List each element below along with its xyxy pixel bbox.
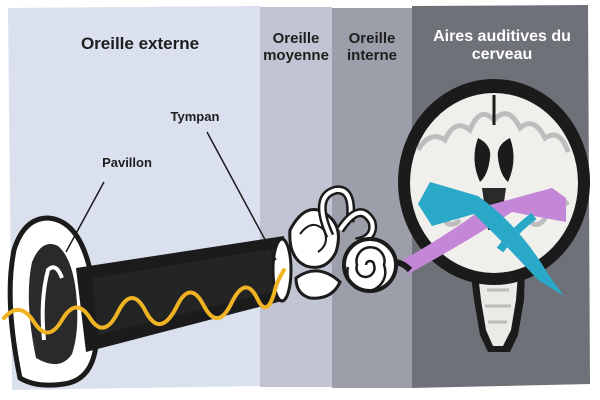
zone-title-brain: Aires auditives du cerveau bbox=[433, 28, 571, 64]
ear-icon bbox=[7, 215, 100, 388]
sound-wave bbox=[2, 268, 286, 335]
auditory-pathway-left bbox=[418, 182, 564, 296]
ear-canal-icon bbox=[76, 236, 286, 352]
zone-title-inner-ear: Oreille interne bbox=[346, 30, 397, 65]
zone-title-middle-ear: Oreille moyenne bbox=[263, 30, 329, 65]
auditory-pathway-right bbox=[400, 188, 566, 274]
pavillon-label: Pavillon bbox=[102, 155, 152, 170]
cochlea-icon bbox=[317, 185, 413, 293]
ossicles-icon bbox=[288, 208, 342, 300]
pavillon-leader-line bbox=[65, 181, 105, 253]
brainstem-icon bbox=[470, 268, 525, 352]
tympan-label: Tympan bbox=[170, 109, 220, 124]
zone-title-outer-ear: Oreille externe bbox=[80, 34, 200, 53]
tympan-leader-line bbox=[206, 131, 277, 261]
brain-icon bbox=[398, 79, 590, 296]
